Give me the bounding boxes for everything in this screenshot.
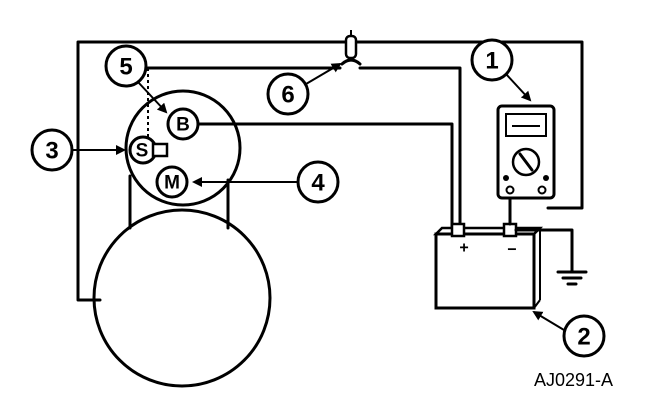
callout-4-label: 4 <box>311 170 325 197</box>
callout-6-label: 6 <box>281 82 294 109</box>
ground-cable <box>508 194 574 274</box>
callout-5-label: 5 <box>119 54 132 81</box>
figure-code: AJ0291-A <box>534 370 613 390</box>
terminal-s-label: S <box>136 141 149 162</box>
callout-3: 3 <box>30 128 126 172</box>
callout-2: 2 <box>532 310 606 358</box>
callout-1-label: 1 <box>485 48 498 75</box>
terminal-m-label: M <box>164 173 180 194</box>
battery: + − <box>432 222 544 310</box>
meter-to-starter-wire <box>76 40 584 302</box>
multimeter-icon <box>496 104 556 200</box>
solenoid-cap <box>124 89 242 207</box>
ground-icon <box>556 270 588 286</box>
test-lead-wire <box>146 66 462 234</box>
callout-6: 6 <box>266 62 342 116</box>
terminal-b-label: B <box>176 115 190 136</box>
battery-positive-label: + <box>459 240 468 257</box>
terminal-m: M <box>155 165 189 199</box>
callout-5: 5 <box>104 44 168 114</box>
solenoid-housing <box>128 174 230 230</box>
b-terminal-cable <box>196 122 454 234</box>
callout-4: 4 <box>192 160 340 204</box>
callout-2-label: 2 <box>577 324 590 351</box>
terminal-s: S <box>128 135 169 165</box>
battery-negative-label: − <box>507 242 516 259</box>
terminal-b: B <box>166 107 200 141</box>
callout-3-label: 3 <box>45 138 58 165</box>
starter-motor-body <box>92 208 272 388</box>
callout-1: 1 <box>470 38 532 102</box>
jumper-lead-icon <box>340 30 362 66</box>
